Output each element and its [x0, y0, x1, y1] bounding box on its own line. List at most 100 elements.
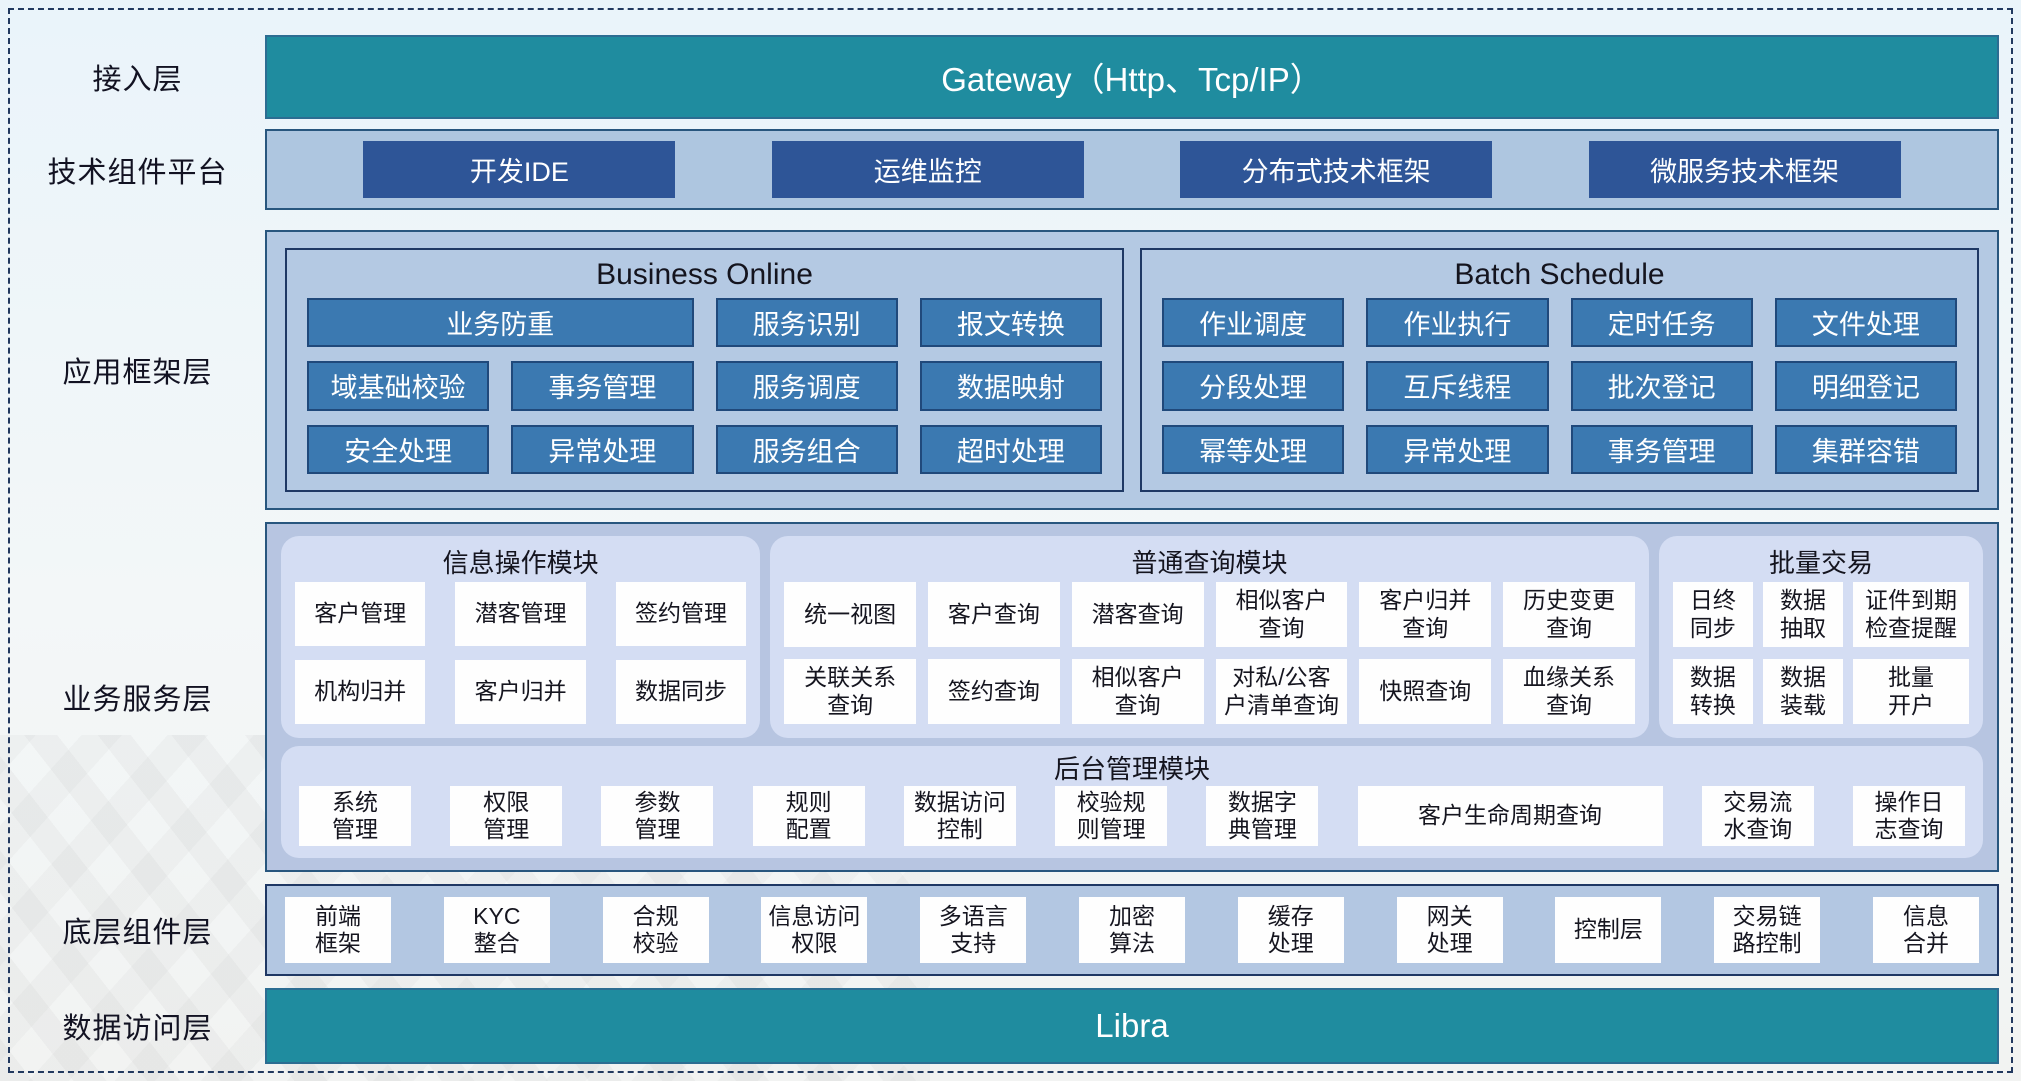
- service-block: 日终 同步: [1672, 582, 1753, 647]
- framework-block: 明细登记: [1774, 361, 1957, 411]
- common-query-grid: 统一视图客户查询潜客查询相似客户 查询客户归并 查询历史变更 查询关联关系 查询…: [784, 582, 1635, 724]
- common-query-module: 普通查询模块 统一视图客户查询潜客查询相似客户 查询客户归并 查询历史变更 查询…: [770, 536, 1649, 738]
- info-operation-module: 信息操作模块 客户管理潜客管理签约管理机构归并客户归并数据同步: [281, 536, 761, 738]
- framework-block: 定时任务: [1570, 298, 1753, 348]
- service-block: 客户查询: [927, 582, 1060, 647]
- service-block: 客户归并: [455, 660, 586, 724]
- tech-component-block: 分布式技术框架: [1180, 141, 1493, 198]
- service-block: 机构归并: [295, 660, 426, 724]
- component-block: 多语言 支持: [920, 897, 1027, 963]
- layer-row-business-service: 业务服务层 信息操作模块 客户管理潜客管理签约管理机构归并客户归并数据同步 普通…: [10, 522, 2011, 872]
- service-block: 批量 开户: [1852, 659, 1969, 724]
- service-block: 血缘关系 查询: [1503, 659, 1635, 724]
- service-block: 签约查询: [927, 659, 1060, 724]
- admin-module: 后台管理模块 系统 管理权限 管理参数 管理规则 配置数据访问 控制校验规 则管…: [281, 746, 1983, 858]
- batch-transaction-module: 批量交易 日终 同步数据 抽取证件到期 检查提醒数据 转换数据 装载批量 开户: [1658, 536, 1983, 738]
- framework-block: 互斥线程: [1366, 361, 1549, 411]
- layer-row-base-components: 底层组件层 前端 框架 KYC 整合合规 校验信息访问 权限多语言 支持加密 算法…: [10, 884, 2011, 976]
- layer-label-base-components: 底层组件层: [62, 917, 213, 949]
- tech-component-block: 运维监控: [771, 141, 1084, 198]
- business-online-grid: 业务防重服务识别报文转换域基础校验事务管理服务调度数据映射安全处理异常处理服务组…: [307, 298, 1102, 474]
- gateway-bar: Gateway（Http、Tcp/IP）: [265, 35, 1999, 119]
- batch-transaction-grid: 日终 同步数据 抽取证件到期 检查提醒数据 转换数据 装载批量 开户: [1672, 582, 1969, 724]
- component-block: 前端 框架: [285, 897, 391, 963]
- framework-block: 域基础校验: [307, 361, 490, 411]
- service-block: 潜客查询: [1071, 582, 1204, 647]
- service-block: 数据访问 控制: [903, 786, 1016, 846]
- admin-module-title: 后台管理模块: [1053, 753, 1210, 784]
- app-framework-panel: Business Online 业务防重服务识别报文转换域基础校验事务管理服务调…: [265, 230, 1999, 510]
- component-block: 合规 校验: [602, 897, 709, 963]
- common-query-title: 普通查询模块: [1131, 547, 1288, 578]
- layer-label-tech-platform: 技术组件平台: [47, 156, 228, 189]
- component-block: 信息 合并: [1872, 897, 1979, 963]
- layer-label-business-service: 业务服务层: [62, 684, 213, 716]
- business-service-panel: 信息操作模块 客户管理潜客管理签约管理机构归并客户归并数据同步 普通查询模块 统…: [265, 522, 1999, 872]
- framework-block: 报文转换: [919, 298, 1102, 348]
- service-block: 统一视图: [784, 582, 916, 647]
- framework-block: 作业执行: [1366, 298, 1549, 348]
- service-block: 参数 管理: [601, 786, 714, 846]
- framework-block: 文件处理: [1774, 298, 1957, 348]
- layer-row-access: 接入层 Gateway（Http、Tcp/IP）: [10, 35, 2011, 119]
- framework-block: 服务组合: [715, 424, 898, 474]
- service-block: 数据 转换: [1672, 659, 1753, 724]
- batch-schedule-grid: 作业调度作业执行定时任务文件处理分段处理互斥线程批次登记明细登记幂等处理异常处理…: [1162, 298, 1957, 474]
- service-block: 交易流 水查询: [1701, 786, 1814, 846]
- service-block: 相似客户 查询: [1215, 582, 1348, 647]
- service-block: 客户管理: [295, 582, 426, 646]
- service-block: 对私/公客 户清单查询: [1215, 659, 1348, 724]
- service-block: 客户生命周期查询: [1357, 786, 1663, 846]
- component-block: 缓存 处理: [1237, 897, 1344, 963]
- framework-block: 超时处理: [919, 424, 1102, 474]
- component-block: 加密 算法: [1078, 897, 1185, 963]
- service-block: 系统 管理: [299, 786, 411, 846]
- layer-label-app-framework: 应用框架层: [62, 357, 213, 389]
- framework-block: 作业调度: [1162, 298, 1345, 348]
- service-block: 操作日 志查询: [1852, 786, 1965, 846]
- tech-platform-panel: 开发IDE 运维监控 分布式技术框架 微服务技术框架: [265, 129, 1999, 210]
- business-online-panel: Business Online 业务防重服务识别报文转换域基础校验事务管理服务调…: [285, 248, 1124, 492]
- framework-block: 安全处理: [307, 424, 490, 474]
- component-block: 控制层: [1555, 897, 1662, 963]
- layer-row-data-access: 数据访问层 Libra: [10, 988, 2011, 1064]
- component-block: 网关 处理: [1396, 897, 1503, 963]
- business-online-title: Business Online: [596, 258, 813, 291]
- service-block: 数据字 典管理: [1206, 786, 1319, 846]
- framework-block: 集群容错: [1774, 424, 1957, 474]
- tech-component-block: 微服务技术框架: [1588, 141, 1901, 198]
- framework-block: 异常处理: [1366, 424, 1549, 474]
- service-block: 证件到期 检查提醒: [1852, 582, 1969, 647]
- architecture-diagram: 接入层 Gateway（Http、Tcp/IP） 技术组件平台 开发IDE 运维监…: [8, 8, 2013, 1073]
- service-block: 相似客户 查询: [1071, 659, 1204, 724]
- framework-block: 事务管理: [511, 361, 694, 411]
- service-block: 数据同步: [615, 660, 747, 724]
- framework-block: 服务调度: [715, 361, 898, 411]
- service-block: 快照查询: [1359, 659, 1492, 724]
- layer-row-app-framework: 应用框架层 Business Online 业务防重服务识别报文转换域基础校验事…: [10, 230, 2011, 510]
- admin-module-row: 系统 管理权限 管理参数 管理规则 配置数据访问 控制校验规 则管理数据字 典管…: [299, 786, 1965, 846]
- service-block: 校验规 则管理: [1055, 786, 1168, 846]
- framework-block: 批次登记: [1570, 361, 1753, 411]
- libra-bar: Libra: [265, 988, 1999, 1064]
- business-modules-row: 信息操作模块 客户管理潜客管理签约管理机构归并客户归并数据同步 普通查询模块 统…: [281, 536, 1983, 738]
- framework-block: 数据映射: [919, 361, 1102, 411]
- framework-block: 业务防重: [307, 298, 694, 348]
- service-block: 客户归并 查询: [1359, 582, 1492, 647]
- component-block: 交易链 路控制: [1714, 897, 1821, 963]
- batch-schedule-title: Batch Schedule: [1454, 258, 1665, 291]
- component-block: KYC 整合: [443, 897, 550, 963]
- service-block: 历史变更 查询: [1503, 582, 1635, 647]
- framework-block: 事务管理: [1570, 424, 1753, 474]
- tech-component-block: 开发IDE: [363, 141, 676, 198]
- service-block: 签约管理: [615, 582, 747, 646]
- info-operation-title: 信息操作模块: [442, 547, 599, 578]
- component-block: 信息访问 权限: [761, 897, 868, 963]
- framework-block: 分段处理: [1162, 361, 1345, 411]
- framework-block: 服务识别: [715, 298, 898, 348]
- service-block: 关联关系 查询: [784, 659, 916, 724]
- service-block: 权限 管理: [450, 786, 563, 846]
- framework-block: 幂等处理: [1162, 424, 1345, 474]
- service-block: 规则 配置: [752, 786, 865, 846]
- layer-label-data-access: 数据访问层: [62, 1013, 213, 1045]
